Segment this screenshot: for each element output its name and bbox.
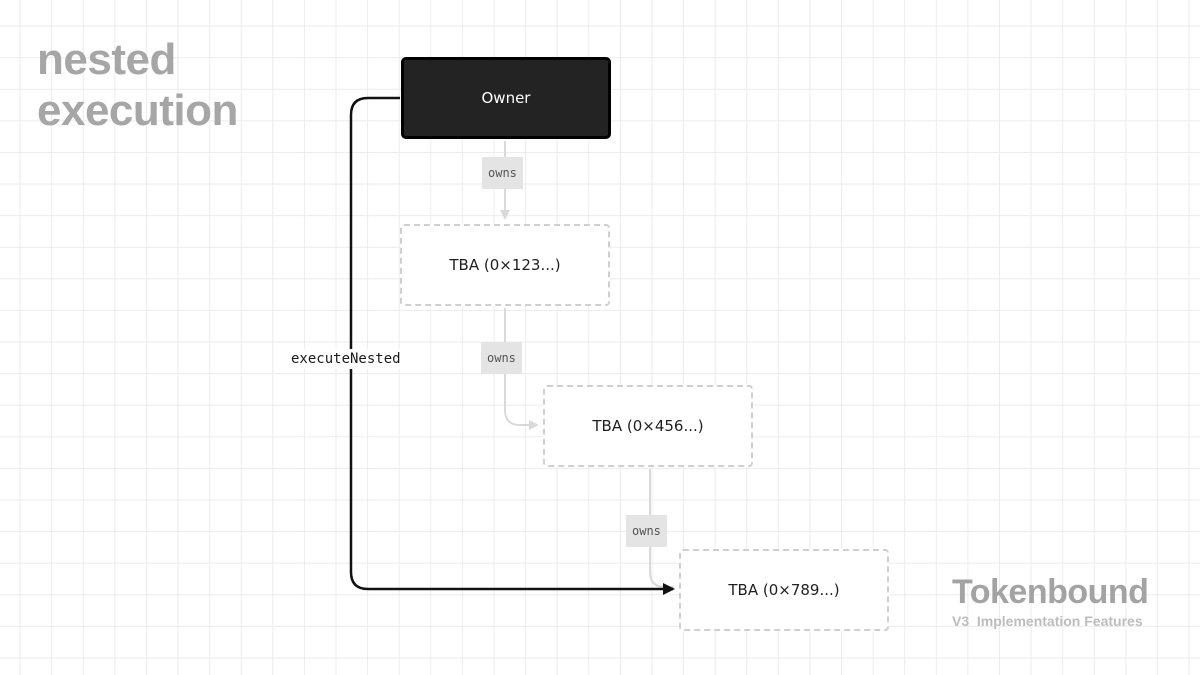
execute-nested-label: executeNested [288, 349, 404, 369]
diagram-title-line-2: execution [37, 86, 238, 135]
owner-node: Owner [401, 57, 611, 139]
tba-node-3-label: TBA (0×789...) [728, 581, 840, 599]
owns-tag-2-label: owns [487, 351, 516, 365]
owns-tag-3-label: owns [632, 524, 661, 538]
brand-logo-text: Tokenbound [952, 573, 1149, 611]
diagram-title: nested execution [37, 34, 238, 136]
execute-nested-label-text: executeNested [291, 351, 401, 367]
owns-tag-3: owns [626, 515, 667, 547]
owner-node-label: Owner [481, 89, 531, 107]
owns-connector-tba1-to-tba2 [504, 308, 539, 430]
tba-node-2: TBA (0×456...) [543, 385, 753, 467]
execute-nested-connector [349, 96, 675, 595]
diagram-title-line-1: nested [37, 35, 176, 84]
owns-tag-2: owns [481, 342, 522, 374]
tba-node-2-label: TBA (0×456...) [592, 417, 704, 435]
tba-node-1-label: TBA (0×123...) [449, 256, 561, 274]
brand-block: Tokenbound V3 Implementation Features [952, 573, 1162, 630]
owns-tag-1: owns [482, 157, 523, 189]
tba-node-1: TBA (0×123...) [400, 224, 610, 306]
brand-subtitle: V3 Implementation Features [952, 613, 1143, 629]
owns-tag-1-label: owns [488, 166, 517, 180]
tba-node-3: TBA (0×789...) [679, 549, 889, 631]
